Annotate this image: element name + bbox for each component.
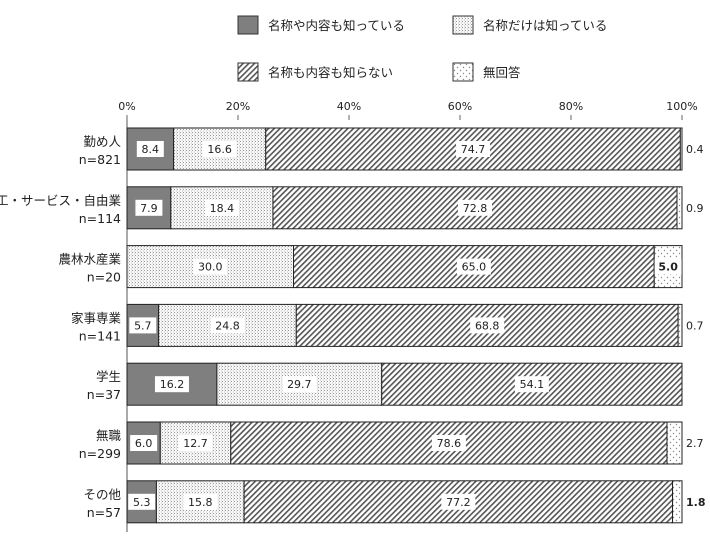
data-label-bg <box>654 258 682 275</box>
data-label: 65.0 <box>462 261 487 274</box>
x-tick-label: 100% <box>666 100 697 113</box>
x-tick-label: 0% <box>118 100 135 113</box>
category-label: 勤め人 <box>83 134 121 149</box>
data-label-bg <box>431 435 466 451</box>
data-label-bg <box>441 493 476 510</box>
data-label-bg <box>456 258 491 275</box>
data-label: 74.7 <box>461 143 486 156</box>
data-label: 5.7 <box>134 319 152 332</box>
category-n: n=37 <box>87 387 121 402</box>
data-label: 12.7 <box>183 437 208 450</box>
legend-label: 名称や内容も知っている <box>268 18 405 33</box>
bar-segment <box>672 480 683 524</box>
category-label: 学生 <box>96 369 121 384</box>
data-label-bg <box>204 199 239 216</box>
data-label: 7.9 <box>140 202 158 215</box>
data-label-bg <box>183 493 218 510</box>
data-label: 5.0 <box>658 261 678 274</box>
category-n: n=141 <box>79 328 121 343</box>
x-tick-label: 60% <box>448 100 472 113</box>
bar-segment <box>677 303 683 347</box>
data-label: 1.8 <box>686 496 706 509</box>
data-label: 16.2 <box>160 378 185 391</box>
legend-label: 名称だけは知っている <box>483 18 607 33</box>
data-label: 0.4 <box>686 143 704 156</box>
category-label: 農林水産業 <box>58 252 121 267</box>
legend-swatch <box>237 62 259 82</box>
data-label: 18.4 <box>210 202 235 215</box>
data-label: 24.8 <box>215 319 240 332</box>
data-label: 8.4 <box>142 143 160 156</box>
bar-segment <box>170 186 274 230</box>
category-n: n=20 <box>87 270 121 285</box>
bars: 勤め人 n=821 8.4 16.6 74.7 0.4 商工・サービス・自由業 n=114 7.… <box>0 127 706 524</box>
data-label-bg <box>136 141 164 157</box>
category-n: n=114 <box>79 211 121 226</box>
x-tick-label: 20% <box>226 100 250 113</box>
category-label: 家事専業 <box>71 310 122 325</box>
bar-segment <box>679 127 683 171</box>
legend-label: 名称も内容も知らない <box>268 65 393 80</box>
legend-swatch <box>237 15 259 35</box>
data-label-bg <box>202 141 237 157</box>
data-label: 77.2 <box>446 496 471 509</box>
data-label: 30.0 <box>198 261 223 274</box>
category-label: その他 <box>83 487 121 502</box>
data-label-bg <box>128 493 156 510</box>
data-label: 0.7 <box>686 319 704 332</box>
x-tick-label: 40% <box>337 100 361 113</box>
data-label-bg <box>135 199 163 216</box>
category-n: n=299 <box>79 446 121 461</box>
data-label-bg <box>470 317 505 334</box>
data-label-bg <box>178 435 213 451</box>
data-label: 0.9 <box>686 202 704 215</box>
data-label: 78.6 <box>437 437 462 450</box>
legend-label: 無回答 <box>483 65 521 80</box>
data-label-bg <box>193 258 228 275</box>
data-label: 15.8 <box>188 496 213 509</box>
data-label-bg <box>130 435 158 451</box>
data-label: 5.3 <box>133 496 151 509</box>
data-label-bg <box>282 376 317 393</box>
data-label-bg <box>514 376 549 393</box>
data-label: 6.0 <box>135 437 153 450</box>
x-tick-label: 80% <box>559 100 583 113</box>
data-label-bg <box>210 317 245 334</box>
data-label: 2.7 <box>686 437 704 450</box>
data-label-bg <box>457 199 492 216</box>
category-n: n=821 <box>79 152 121 167</box>
data-label: 72.8 <box>463 202 488 215</box>
data-label: 68.8 <box>475 319 500 332</box>
legend-swatch <box>452 62 474 82</box>
data-label-bg <box>456 141 491 157</box>
data-label: 16.6 <box>207 143 232 156</box>
data-label-bg <box>129 317 157 334</box>
data-label: 29.7 <box>287 378 312 391</box>
data-label-bg <box>154 376 189 393</box>
category-label: 無職 <box>96 428 122 443</box>
category-n: n=57 <box>87 505 121 520</box>
bar-segment <box>676 186 683 230</box>
bar-segment <box>666 421 683 465</box>
category-label: 商工・サービス・自由業 <box>0 193 121 208</box>
legend-swatch <box>452 15 474 35</box>
data-label: 54.1 <box>520 378 545 391</box>
